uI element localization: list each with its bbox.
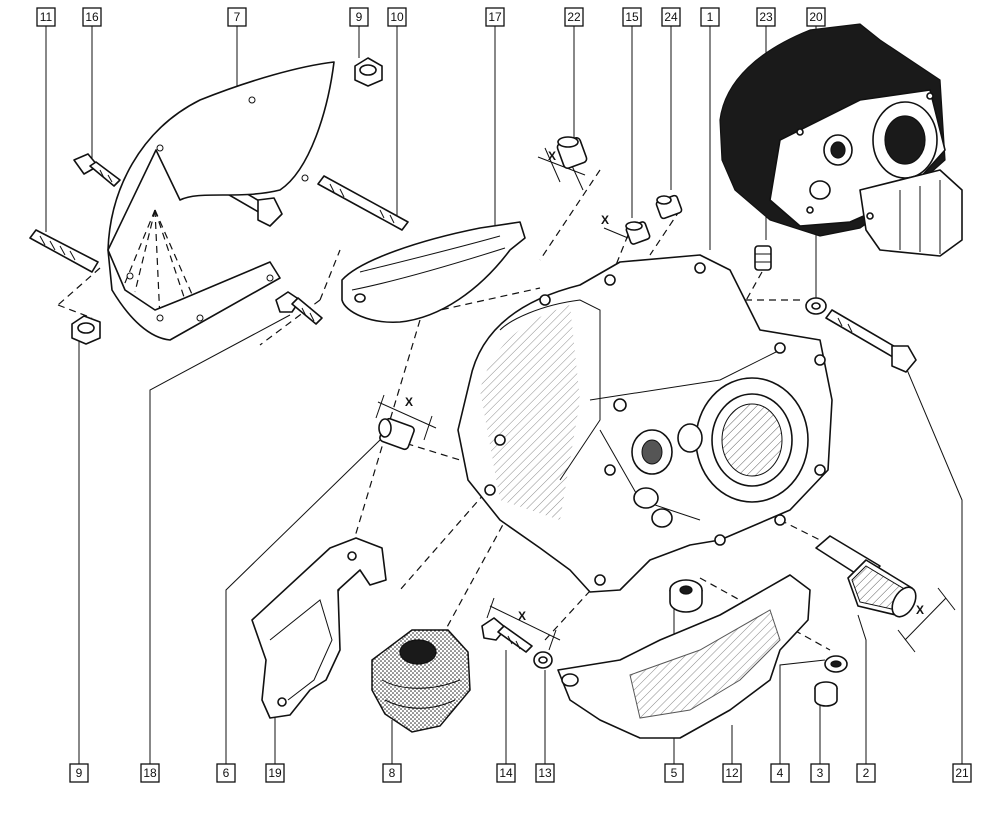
sump-12 [557, 574, 811, 739]
callout-label: 21 [955, 766, 969, 780]
bracket-19 [251, 537, 387, 719]
housing-1 [457, 254, 833, 593]
callout-label: 1 [707, 10, 714, 24]
dimension-x-label: X [916, 603, 924, 617]
callout-label: 8 [389, 766, 396, 780]
washer-13 [533, 651, 553, 669]
callout-7: 7 [227, 7, 247, 27]
bolt-18 [275, 291, 323, 325]
bush-5 [669, 579, 703, 613]
callout-label: 15 [625, 10, 639, 24]
bolt-21 [825, 309, 917, 373]
nut-9-bottom [71, 315, 101, 345]
callout-label: 22 [567, 10, 581, 24]
shaft-2 [815, 535, 917, 618]
callout-8: 8 [382, 763, 402, 783]
callout-4: 4 [770, 763, 790, 783]
callout-label: 19 [268, 766, 282, 780]
bolt-14 [481, 617, 533, 653]
callout-label: 9 [356, 10, 363, 24]
gasket-plate [107, 61, 335, 341]
callout-5: 5 [664, 763, 684, 783]
callout-label: 9 [76, 766, 83, 780]
callout-20: 20 [806, 7, 826, 27]
washer-4 [824, 655, 848, 673]
callout-label: 16 [85, 10, 99, 24]
dimension-x-label: X [518, 609, 526, 623]
callout-2: 2 [856, 763, 876, 783]
plug-24 [655, 194, 683, 220]
callout-label: 24 [664, 10, 678, 24]
callout-label: 10 [390, 10, 404, 24]
gaiter-8 [371, 629, 471, 733]
callout-label: 4 [777, 766, 784, 780]
stud-10 [317, 175, 409, 231]
callout-3: 3 [810, 763, 830, 783]
dowel-15 [625, 221, 651, 245]
dimension-x-label: X [405, 395, 413, 409]
callout-label: 18 [143, 766, 157, 780]
callout-label: 13 [538, 766, 552, 780]
callout-label: 11 [40, 10, 53, 24]
callout-label: 3 [817, 766, 824, 780]
callout-19: 19 [265, 763, 285, 783]
callout-label: 2 [863, 766, 870, 780]
callout-14: 14 [496, 763, 516, 783]
callout-label: 7 [234, 10, 241, 24]
dowel-6 [378, 417, 415, 451]
callout-9-top: 9 [349, 7, 369, 27]
callout-16: 16 [82, 7, 102, 27]
callouts-bottom: 9 18 6 19 8 14 13 5 [69, 763, 972, 783]
callout-11: 11 [36, 7, 56, 27]
callouts-top: 11 16 7 9 10 17 22 15 [36, 7, 826, 27]
stud-11 [29, 229, 99, 273]
callout-10: 10 [387, 7, 407, 27]
callout-label: 17 [488, 10, 502, 24]
bolt-16 [73, 153, 121, 187]
callout-12: 12 [722, 763, 742, 783]
dimension-x-label: X [548, 149, 556, 163]
callout-21: 21 [952, 763, 972, 783]
plug-3 [814, 681, 838, 707]
callout-label: 14 [499, 766, 513, 780]
nut-9-top [354, 57, 383, 87]
dowel-22 [556, 136, 588, 169]
dimension-x-label: X [601, 213, 609, 227]
gearbox-inset [719, 23, 963, 257]
callout-label: 12 [725, 766, 739, 780]
callout-9-bottom: 9 [69, 763, 89, 783]
callout-17: 17 [485, 7, 505, 27]
washer-20 [805, 297, 827, 315]
callout-1: 1 [700, 7, 720, 27]
callout-23: 23 [756, 7, 776, 27]
shield-17 [341, 221, 526, 323]
callout-label: 6 [223, 766, 230, 780]
callout-18: 18 [140, 763, 160, 783]
callout-24: 24 [661, 7, 681, 27]
callout-6: 6 [216, 763, 236, 783]
callout-22: 22 [564, 7, 584, 27]
callout-label: 5 [671, 766, 678, 780]
callout-15: 15 [622, 7, 642, 27]
breather-23 [754, 245, 772, 271]
callout-13: 13 [535, 763, 555, 783]
callout-label: 23 [759, 10, 773, 24]
callout-label: 20 [809, 10, 823, 24]
